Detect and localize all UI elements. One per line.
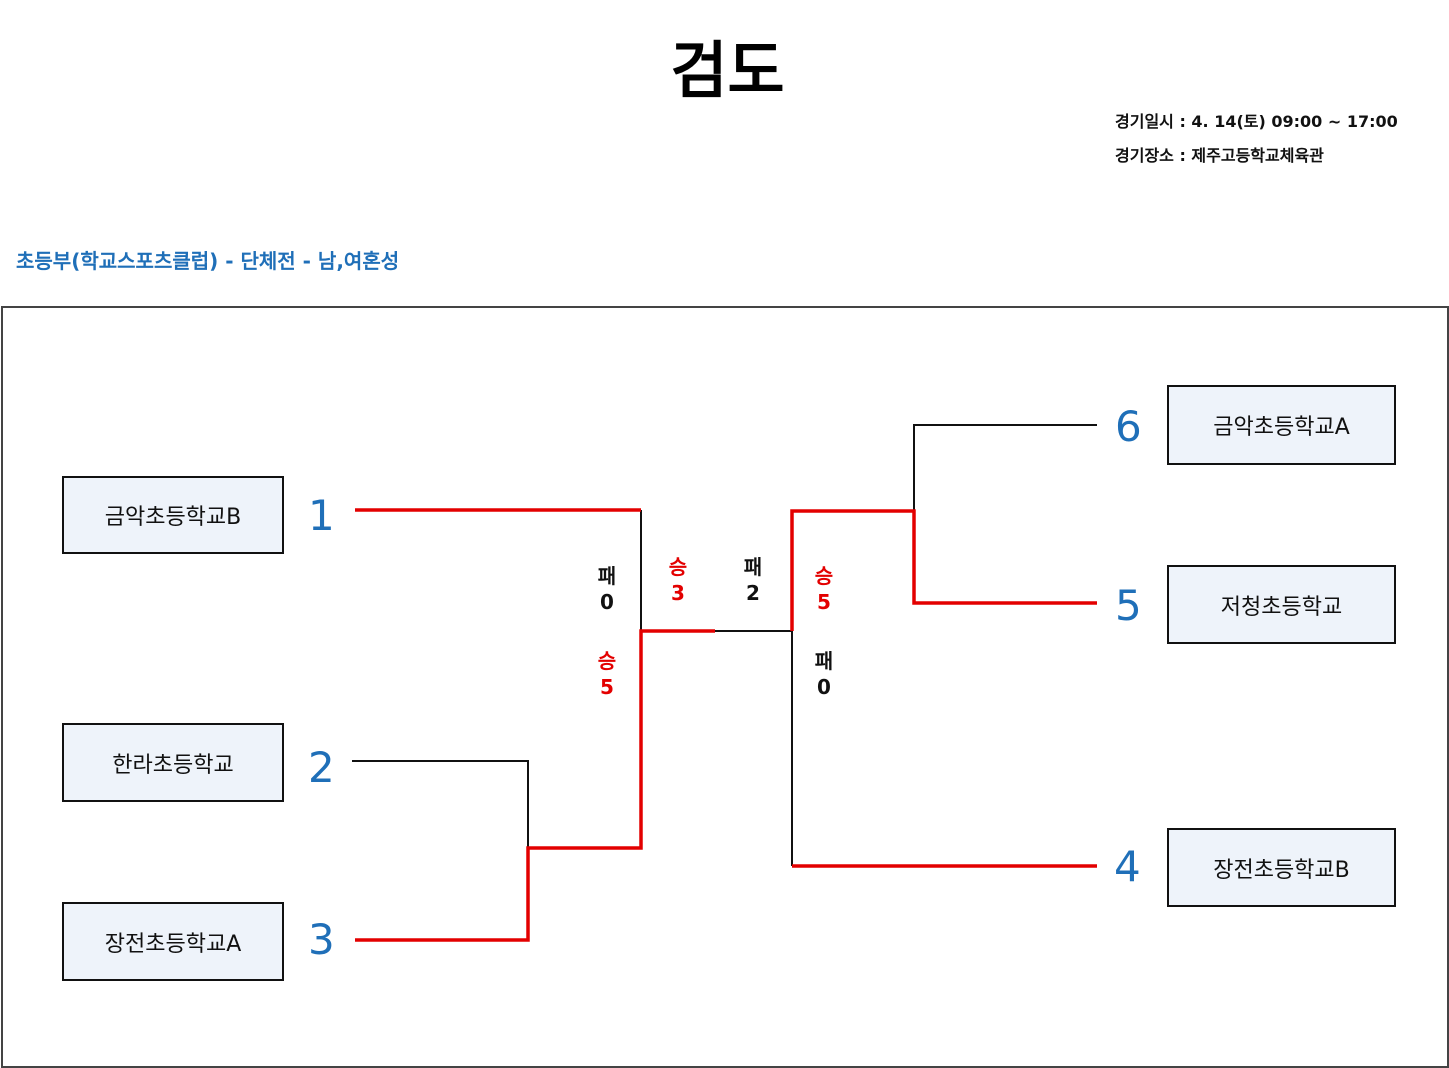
seed-number: 5: [1115, 581, 1142, 630]
score-label: 패 0: [804, 648, 844, 700]
team-box: 장전초등학교A: [62, 902, 284, 981]
team-box: 저청초등학교: [1167, 565, 1396, 644]
seed-number: 2: [308, 743, 335, 792]
bracket-frame: [1, 306, 1449, 1068]
points: 5: [817, 590, 831, 614]
result: 승: [814, 564, 834, 588]
result: 패: [597, 564, 617, 588]
page-title: 검도: [670, 34, 785, 107]
score-label: 패 2: [733, 554, 773, 606]
line: [352, 760, 529, 848]
score-label: 패 0: [587, 563, 627, 615]
line: [790, 509, 1097, 631]
points: 5: [600, 675, 614, 699]
match-date: 경기일시 : 4. 14(토) 09:00 ~ 17:00: [1115, 112, 1398, 131]
result: 승: [668, 555, 688, 579]
result: 승: [597, 649, 617, 673]
score-label: 승 5: [587, 648, 627, 700]
score-label: 승 5: [804, 563, 844, 615]
points: 3: [671, 581, 685, 605]
team-box: 금악초등학교A: [1167, 385, 1396, 465]
points: 0: [600, 590, 614, 614]
seed-number: 3: [308, 915, 335, 964]
team-box: 한라초등학교: [62, 723, 284, 802]
seed-number: 1: [308, 491, 335, 540]
line: [355, 629, 715, 942]
result: 패: [814, 649, 834, 673]
points: 2: [746, 581, 760, 605]
team-box: 장전초등학교B: [1167, 828, 1396, 907]
score-label: 승 3: [658, 554, 698, 606]
line: [913, 424, 1097, 511]
seed-number: 4: [1114, 842, 1141, 891]
seed-number: 6: [1115, 402, 1142, 451]
points: 0: [817, 675, 831, 699]
match-venue: 경기장소 : 제주고등학교체육관: [1115, 146, 1324, 165]
team-box: 금악초등학교B: [62, 476, 284, 554]
division-title: 초등부(학교스포츠클럽) - 단체전 - 남,여혼성: [16, 249, 400, 273]
result: 패: [743, 555, 763, 579]
